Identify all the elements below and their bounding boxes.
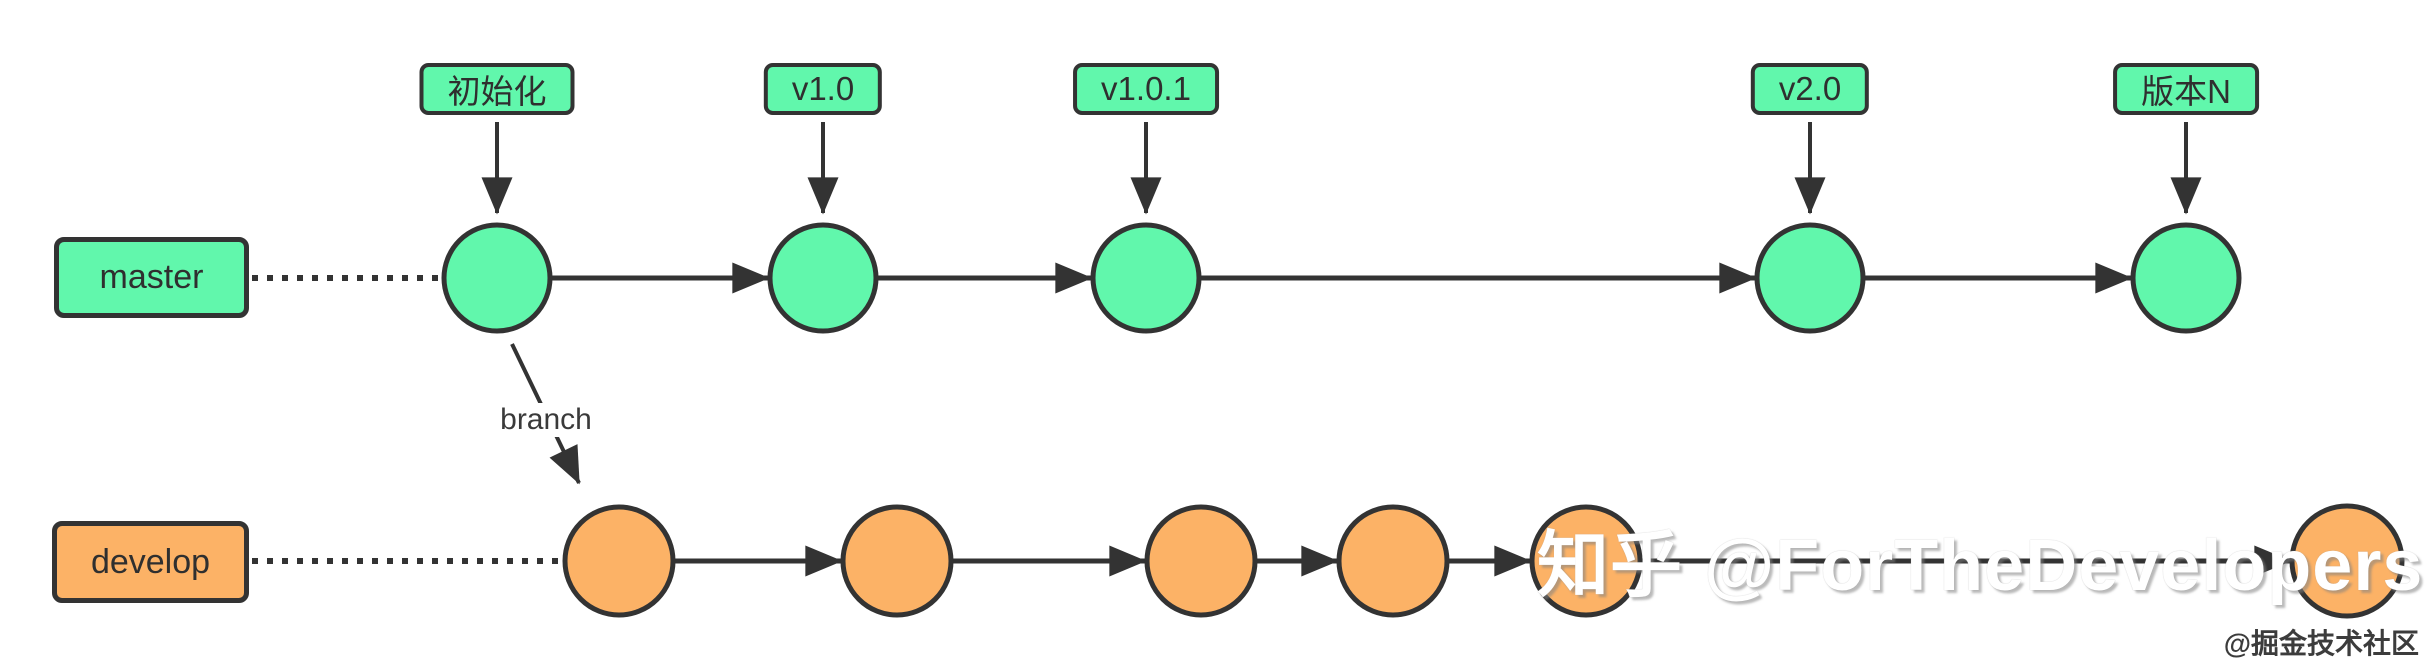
tag-v1-0-label: v1.0 bbox=[791, 70, 855, 107]
master-commit-node-5 bbox=[2130, 222, 2242, 334]
develop-commit-node-1 bbox=[562, 504, 676, 618]
develop-commit-node-2 bbox=[840, 504, 954, 618]
master-commit-node-2 bbox=[767, 222, 879, 334]
juejin-watermark: @掘金技术社区 bbox=[2224, 622, 2419, 662]
branch-arrow-annotation-text: branch bbox=[500, 403, 592, 436]
develop-commit-node-3 bbox=[1144, 504, 1258, 618]
zhihu-watermark-text: 知乎 @ForTheDevelopers bbox=[1537, 526, 2424, 606]
master-branch-label: master bbox=[99, 258, 204, 296]
develop-commit-node-5 bbox=[1529, 504, 1643, 618]
develop-branch-label: develop bbox=[90, 542, 211, 581]
tag-version-n-label: 版本N bbox=[2141, 73, 2231, 110]
master-commit-node-1 bbox=[441, 222, 553, 334]
master-commit-node-3 bbox=[1090, 222, 1202, 334]
master-commit-node-4 bbox=[1754, 222, 1866, 334]
zhihu-watermark: 知乎 @ForTheDevelopers bbox=[1537, 506, 2423, 611]
tag-v1-0-1-label: v1.0.1 bbox=[1101, 70, 1191, 107]
tag-v1-0: v1.0 bbox=[763, 63, 883, 115]
develop-commit-node-4 bbox=[1336, 504, 1450, 618]
tag-v1-0-1: v1.0.1 bbox=[1073, 63, 1219, 115]
develop-commit-node-6 bbox=[2289, 503, 2405, 619]
tag-init: 初始化 bbox=[419, 63, 575, 115]
juejin-watermark-text: @掘金技术社区 bbox=[2223, 628, 2419, 659]
branch-arrow-annotation: branch bbox=[494, 403, 598, 437]
tag-init-label: 初始化 bbox=[447, 73, 547, 110]
tag-version-n: 版本N bbox=[2113, 63, 2259, 115]
master-branch-label-box: master bbox=[54, 237, 249, 318]
tag-v2-0-label: v2.0 bbox=[1778, 70, 1842, 107]
develop-branch-label-box: develop bbox=[52, 521, 249, 603]
tag-v2-0: v2.0 bbox=[1750, 63, 1870, 115]
